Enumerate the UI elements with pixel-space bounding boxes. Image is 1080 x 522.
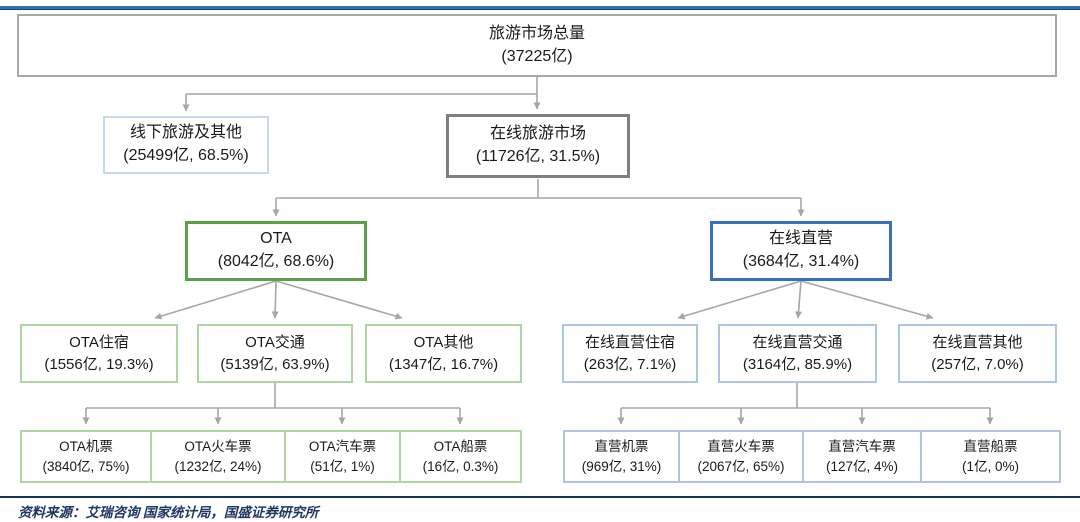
- connector-ota-transport-rail: [82, 383, 464, 425]
- node-ota-train-ticket: OTA火车票 (1232亿, 24%): [150, 430, 286, 483]
- node-title: OTA其他: [413, 334, 474, 352]
- node-value: (11726亿, 31.5%): [475, 148, 601, 165]
- source-note: 资料来源：艾瑞咨询 国家统计局，国盛证券研究所: [18, 505, 319, 520]
- node-value: (969亿, 31%): [581, 458, 662, 474]
- node-title: OTA住宿: [69, 334, 129, 352]
- node-value: (263亿, 7.1%): [583, 355, 677, 373]
- node-title: OTA交通: [245, 334, 305, 352]
- node-title: 在线旅游市场: [489, 125, 586, 143]
- connector-ota-fan: [154, 280, 403, 320]
- node-ota-hotel: OTA住宿 (1556亿, 19.3%): [20, 324, 178, 383]
- connector-direct-transport-rail: [617, 383, 994, 425]
- node-value: (5139亿, 63.9%): [220, 355, 330, 373]
- node-value: (16亿, 0.3%): [422, 458, 499, 474]
- node-title: OTA船票: [433, 439, 488, 455]
- connector-root-to-level2: [182, 77, 541, 112]
- node-title: 直营机票: [594, 439, 649, 455]
- node-value: (25499亿, 68.5%): [123, 147, 249, 164]
- node-value: (3164亿, 85.9%): [742, 355, 853, 373]
- node-title: OTA汽车票: [308, 439, 377, 455]
- node-value: (2067亿, 65%): [697, 458, 785, 474]
- node-direct-air-ticket: 直营机票 (969亿, 31%): [563, 430, 680, 483]
- node-title: 在线直营: [768, 230, 833, 248]
- node-direct-train-ticket: 直营火车票 (2067亿, 65%): [678, 430, 804, 483]
- node-title: 在线直营交通: [752, 334, 843, 352]
- node-ota-ship-ticket: OTA船票 (16亿, 0.3%): [399, 430, 522, 483]
- node-online-direct: 在线直营 (3684亿, 31.4%): [710, 221, 892, 281]
- node-value: (1亿, 0%): [961, 458, 1019, 474]
- node-offline-travel: 线下旅游及其他 (25499亿, 68.5%): [103, 116, 269, 174]
- node-direct-hotel: 在线直营住宿 (263亿, 7.1%): [562, 324, 698, 383]
- node-direct-ship-ticket: 直营船票 (1亿, 0%): [920, 430, 1061, 483]
- node-online-travel-market: 在线旅游市场 (11726亿, 31.5%): [446, 114, 630, 178]
- footer-divider-rule: [0, 496, 1080, 498]
- node-value: (51亿, 1%): [310, 458, 375, 474]
- node-value: (3840亿, 75%): [42, 458, 130, 474]
- node-ota-air-ticket: OTA机票 (3840亿, 75%): [20, 430, 152, 483]
- node-value: (1232亿, 24%): [174, 458, 262, 474]
- node-title: 在线直营其他: [932, 334, 1023, 352]
- node-direct-bus-ticket: 直营汽车票 (127亿, 4%): [802, 430, 922, 483]
- node-total-travel-market: 旅游市场总量 (37225亿): [17, 14, 1057, 77]
- node-ota-bus-ticket: OTA汽车票 (51亿, 1%): [284, 430, 401, 483]
- node-value: (3684亿, 31.4%): [742, 253, 860, 270]
- node-value: (127亿, 4%): [825, 458, 899, 474]
- node-title: OTA: [260, 230, 292, 248]
- node-title: 旅游市场总量: [488, 24, 585, 42]
- node-value: (37225亿): [501, 47, 573, 65]
- connector-direct-fan: [677, 280, 934, 320]
- node-title: OTA机票: [59, 439, 113, 455]
- node-title: 直营船票: [963, 439, 1018, 455]
- node-value: (1347亿, 16.7%): [388, 355, 499, 373]
- node-direct-transport: 在线直营交通 (3164亿, 85.9%): [718, 324, 877, 383]
- node-title: 线下旅游及其他: [129, 124, 242, 142]
- node-title: 在线直营住宿: [584, 334, 675, 352]
- node-ota-other: OTA其他 (1347亿, 16.7%): [365, 324, 522, 383]
- node-ota-transport: OTA交通 (5139亿, 63.9%): [197, 324, 353, 383]
- node-value: (1556亿, 19.3%): [44, 355, 154, 373]
- node-title: 直营汽车票: [828, 439, 896, 455]
- top-divider-rule: [0, 6, 1080, 10]
- node-value: (257亿, 7.0%): [931, 355, 1024, 373]
- node-direct-other: 在线直营其他 (257亿, 7.0%): [898, 324, 1057, 383]
- connector-online-to-level3: [272, 179, 805, 217]
- node-value: (8042亿, 68.6%): [217, 253, 335, 270]
- node-ota: OTA (8042亿, 68.6%): [185, 221, 367, 281]
- node-title: OTA火车票: [184, 439, 252, 455]
- node-title: 直营火车票: [707, 439, 775, 455]
